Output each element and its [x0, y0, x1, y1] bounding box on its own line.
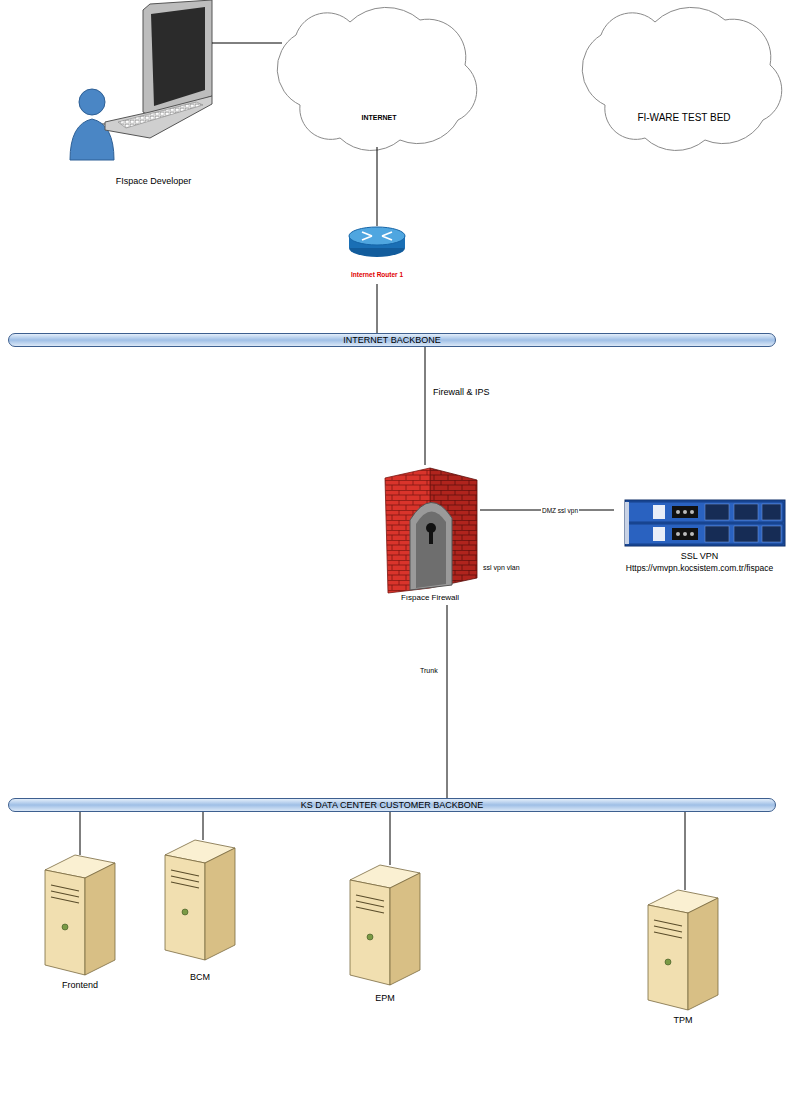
node-label: Fıspace Firewall [401, 592, 459, 603]
connector-line [203, 812, 204, 840]
router-icon [349, 227, 405, 257]
testbed-cloud: FI-WARE TEST BED [587, 5, 781, 147]
firewall-icon [385, 468, 477, 593]
node-label: TPM [674, 1014, 693, 1026]
node-label: KS DATA CENTER CUSTOMER BACKBONE [301, 800, 484, 811]
server-icons [45, 840, 718, 1010]
connector-line [377, 147, 378, 226]
connector-line [390, 812, 391, 865]
node-label: BCM [190, 971, 210, 983]
router: Internet Router 1 [335, 226, 419, 284]
connector-line [685, 812, 686, 890]
developer-icon [70, 0, 212, 160]
node-label: Https://vmvpn.kocsistem.com.tr/fispace [626, 562, 773, 574]
vpn-appliance-icon [625, 500, 785, 546]
connector-line [425, 347, 426, 465]
server: BCM [165, 840, 235, 985]
edge-label: Trunk [419, 666, 439, 675]
ssl-vpn-appliance: SSL VPNHttps://vmvpn.kocsistem.com.tr/fi… [614, 498, 785, 576]
node-label: INTERNET BACKBONE [343, 335, 440, 346]
connector-line [212, 43, 282, 44]
backbone-band: KS DATA CENTER CUSTOMER BACKBONE [8, 798, 776, 812]
internet-cloud: INTERNET [282, 5, 476, 147]
cloud-outline [277, 7, 782, 150]
edge-label: Firewall & IPS [432, 387, 491, 398]
free-label: ssl vpn vlan [483, 563, 520, 572]
node-label: Internet Router 1 [351, 270, 403, 280]
connector-line [377, 284, 378, 333]
server: Frontend [45, 855, 115, 993]
backbone-band: INTERNET BACKBONE [8, 333, 776, 347]
node-label: Frontend [62, 979, 98, 991]
developer-laptop: FIspace Developer [95, 0, 212, 190]
connector-line [80, 812, 81, 855]
connector-line [447, 605, 448, 798]
node-label: SSL VPN [681, 550, 719, 562]
firewall: Fıspace Firewall [380, 465, 480, 605]
node-label: EPM [375, 992, 395, 1004]
server: TPM [648, 890, 718, 1028]
node-label: FIspace Developer [116, 175, 192, 187]
edge-label: DMZ ssl vpn [541, 506, 579, 515]
node-label: FI-WARE TEST BED [637, 111, 730, 124]
node-label: INTERNET [362, 113, 397, 123]
server: EPM [350, 865, 420, 1006]
